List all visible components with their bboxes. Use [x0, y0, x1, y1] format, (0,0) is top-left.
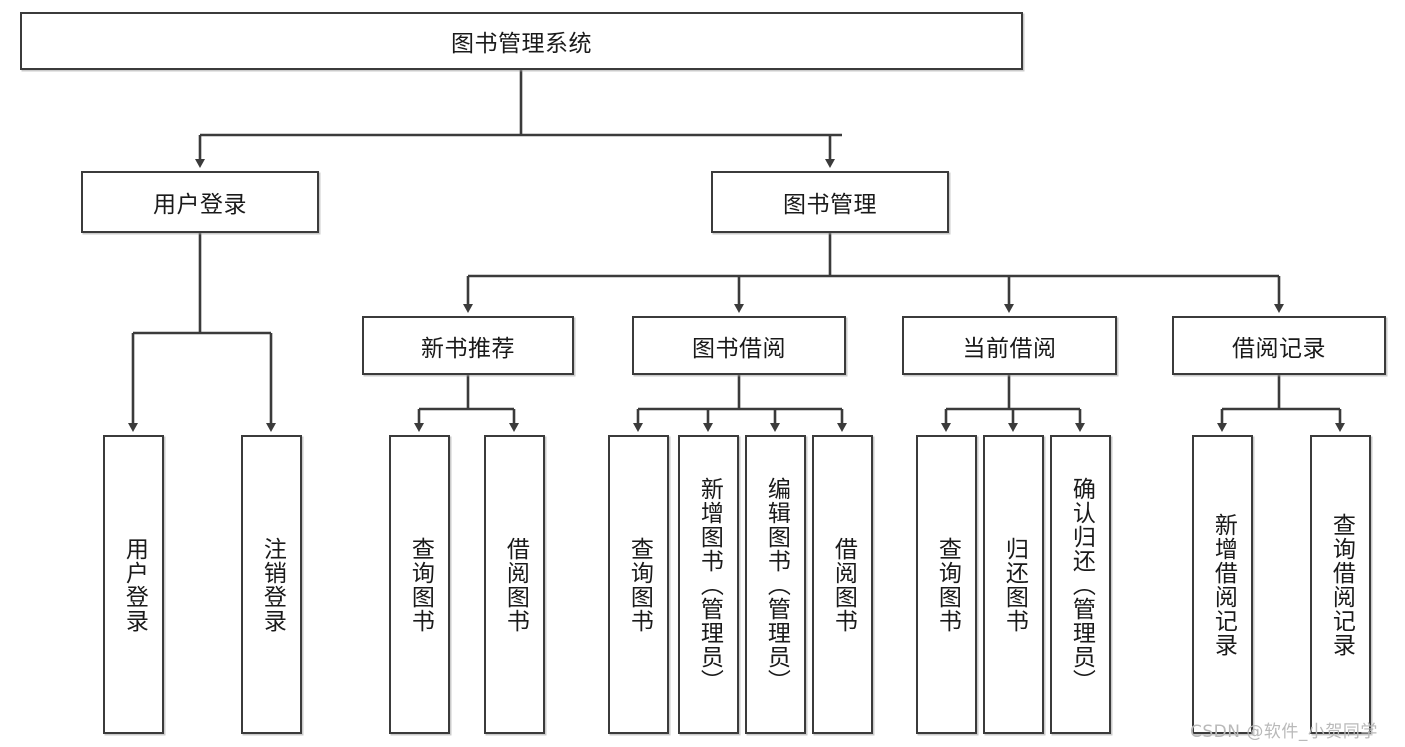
node-book-manage-label: 图书管理 — [783, 192, 877, 218]
leaf-edit-book[interactable]: 编辑图书（管理员） — [745, 435, 806, 734]
leaf-borrow-book-rec-label: 借阅图书 — [502, 536, 529, 633]
leaf-borrow-book[interactable]: 借阅图书 — [812, 435, 873, 734]
leaf-add-book[interactable]: 新增图书（管理员） — [678, 435, 739, 734]
leaf-user-login[interactable]: 用户登录 — [103, 435, 164, 734]
node-current-borrow-label: 当前借阅 — [962, 335, 1057, 362]
csdn-watermark: CSDN @软件_小贺同学 — [1190, 722, 1378, 742]
node-new-book-rec[interactable]: 新书推荐 — [362, 316, 574, 375]
node-borrow-record-label: 借阅记录 — [1232, 335, 1326, 362]
leaf-query-book-borrow[interactable]: 查询图书 — [608, 435, 669, 734]
node-user-login-label: 用户登录 — [153, 192, 247, 218]
leaf-borrow-book-rec[interactable]: 借阅图书 — [484, 435, 545, 734]
leaf-return-book[interactable]: 归还图书 — [983, 435, 1044, 734]
node-new-book-rec-label: 新书推荐 — [421, 335, 515, 362]
node-book-borrow-label: 图书借阅 — [692, 335, 786, 362]
leaf-query-book-cur-label: 查询图书 — [934, 536, 961, 633]
leaf-confirm-return[interactable]: 确认归还（管理员） — [1050, 435, 1111, 734]
leaf-add-record[interactable]: 新增借阅记录 — [1192, 435, 1253, 734]
node-root-label: 图书管理系统 — [451, 31, 592, 57]
node-borrow-record[interactable]: 借阅记录 — [1172, 316, 1386, 375]
node-user-login[interactable]: 用户登录 — [81, 171, 319, 233]
leaf-add-book-label: 新增图书（管理员） — [696, 476, 723, 693]
leaf-add-record-label: 新增借阅记录 — [1210, 512, 1237, 657]
leaf-user-logout-label: 注销登录 — [259, 536, 286, 633]
leaf-return-book-label: 归还图书 — [1001, 536, 1028, 633]
leaf-query-book-cur[interactable]: 查询图书 — [916, 435, 977, 734]
leaf-query-book-rec[interactable]: 查询图书 — [389, 435, 450, 734]
leaf-user-login-label: 用户登录 — [121, 536, 148, 633]
leaf-user-logout[interactable]: 注销登录 — [241, 435, 302, 734]
node-book-manage[interactable]: 图书管理 — [711, 171, 949, 233]
node-root[interactable]: 图书管理系统 — [20, 12, 1023, 70]
leaf-borrow-book-label: 借阅图书 — [830, 536, 857, 633]
leaf-query-book-rec-label: 查询图书 — [407, 536, 434, 633]
leaf-query-record-label: 查询借阅记录 — [1328, 512, 1355, 657]
leaf-query-book-borrow-label: 查询图书 — [626, 536, 653, 633]
node-book-borrow[interactable]: 图书借阅 — [632, 316, 846, 375]
leaf-edit-book-label: 编辑图书（管理员） — [763, 476, 790, 693]
node-current-borrow[interactable]: 当前借阅 — [902, 316, 1117, 375]
leaf-query-record[interactable]: 查询借阅记录 — [1310, 435, 1371, 734]
leaf-confirm-return-label: 确认归还（管理员） — [1068, 476, 1095, 693]
